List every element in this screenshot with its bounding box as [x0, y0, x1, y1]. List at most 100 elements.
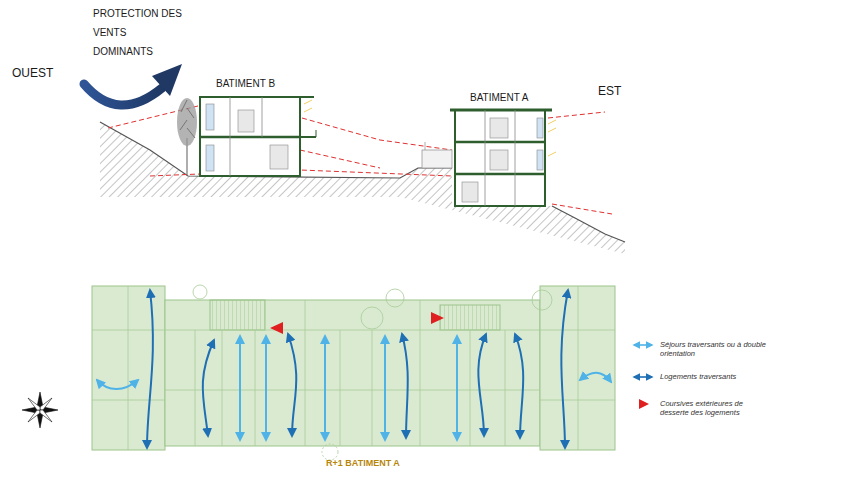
- plan-arrows: [402, 334, 408, 438]
- section-dashed-lines: [302, 118, 452, 150]
- compass-rose: [28, 398, 40, 410]
- floor-plan: [92, 286, 165, 450]
- building-b-section: [206, 104, 214, 130]
- walkway-markers: [270, 322, 283, 334]
- floor-plan: [505, 330, 506, 446]
- legend-swatch: [634, 376, 652, 378]
- building-a-section: [490, 118, 508, 138]
- tree: [180, 100, 195, 138]
- floor-plan: [305, 300, 306, 446]
- floor-plan: [420, 300, 421, 446]
- floor-plan: [92, 285, 615, 460]
- building-a-section: [450, 109, 552, 112]
- building-b-section: [238, 110, 254, 132]
- building-b-section: [200, 97, 300, 176]
- floor-plan: [165, 330, 540, 331]
- building-b-section: [300, 96, 314, 98]
- plan-arrows: [324, 336, 326, 440]
- building-a-section: [422, 110, 556, 206]
- floor-plan: [578, 286, 579, 450]
- building-a-section: [548, 120, 556, 156]
- floor-plan: [222, 330, 223, 446]
- legend-swatch: [630, 372, 656, 382]
- building-b-section: [262, 97, 263, 137]
- legend-item: Séjours traversants ou à double orientat…: [630, 340, 800, 358]
- building-b-section: [200, 136, 300, 139]
- floor-plan: [361, 307, 383, 329]
- plan-arrows: [147, 290, 153, 448]
- floor-plan: R+1 BATIMENT A: [88, 283, 638, 473]
- plan-arrows: [265, 336, 267, 440]
- plan-arrows: [580, 373, 611, 382]
- wind-arrow: [152, 64, 182, 96]
- building-a-section: [455, 173, 545, 176]
- plan-arrows: [478, 334, 486, 436]
- plan-arrows: [456, 336, 458, 440]
- node-heading: BATIMENT B: [216, 78, 275, 90]
- compass-rose: [28, 410, 40, 422]
- tree: [177, 98, 197, 176]
- building-a-section: [537, 118, 543, 138]
- terrain-section: [552, 206, 625, 242]
- floor-plan: [255, 330, 256, 446]
- plan-arrows: [97, 290, 611, 448]
- building-a-section: [425, 142, 426, 150]
- building-b-section: [206, 145, 214, 171]
- floor-plan: [322, 444, 338, 460]
- legend-text: Coursives extérieures de desserte des lo…: [660, 399, 766, 417]
- floor-plan: [540, 400, 615, 401]
- section-dashed-lines: [300, 150, 380, 168]
- floor-plan: [92, 400, 165, 401]
- building-b-section: [300, 136, 316, 138]
- building-a-section: [455, 110, 545, 206]
- compass-rose: [22, 392, 58, 428]
- terrain-section: [100, 122, 625, 254]
- building-a-section: [422, 150, 452, 168]
- plan-arrows: [97, 380, 138, 389]
- floor-plan: [210, 300, 265, 330]
- legend-swatch: [630, 399, 656, 409]
- floor-plan: [440, 305, 500, 330]
- plan-arrows: [203, 340, 214, 436]
- legend-text: Séjours traversants ou à double orientat…: [660, 340, 766, 358]
- section-dashed-lines: [552, 204, 612, 214]
- terrain-section: [100, 122, 625, 254]
- floor-plan: [165, 390, 540, 391]
- legend-item: Coursives extérieures de desserte des lo…: [630, 399, 800, 417]
- building-b-section: [316, 130, 317, 137]
- floor-plan: [540, 286, 615, 450]
- building-a-section: [462, 182, 478, 202]
- legend-text: Logements traversants: [660, 372, 766, 381]
- floor-plan: [540, 330, 615, 331]
- legend-swatch: [639, 399, 649, 409]
- compass-rose: [40, 410, 52, 422]
- floor-plan: [92, 330, 165, 331]
- floor-plan: [128, 286, 129, 450]
- direction-label: EST: [598, 84, 621, 98]
- floor-plan: [92, 285, 615, 460]
- walkway-markers: [270, 312, 444, 334]
- floor-plan: [470, 330, 471, 446]
- building-a-section: [490, 150, 508, 170]
- floor-plan: [165, 300, 540, 446]
- legend-swatch: [630, 340, 656, 350]
- walkway-markers: [431, 312, 444, 324]
- plan-arrows: [239, 336, 241, 440]
- plan-arrows: [288, 334, 296, 436]
- floor-plan: [193, 285, 207, 299]
- building-b-section: [270, 145, 288, 169]
- building-a-section: [515, 110, 516, 206]
- wind-note: PROTECTION DES VENTS DOMINANTS: [93, 4, 189, 61]
- floor-plan: [532, 290, 552, 310]
- building-b: BATIMENT B: [198, 76, 302, 176]
- building-a-section: [455, 141, 545, 144]
- floor-plan: [340, 330, 341, 446]
- floor-plan: [386, 289, 404, 307]
- floor-plan: [195, 330, 196, 446]
- building-b-section: [230, 97, 231, 176]
- section-dashed-lines: [548, 112, 605, 118]
- plan-arrows: [384, 336, 386, 440]
- tree: [177, 98, 197, 146]
- floor-plan: [372, 330, 373, 446]
